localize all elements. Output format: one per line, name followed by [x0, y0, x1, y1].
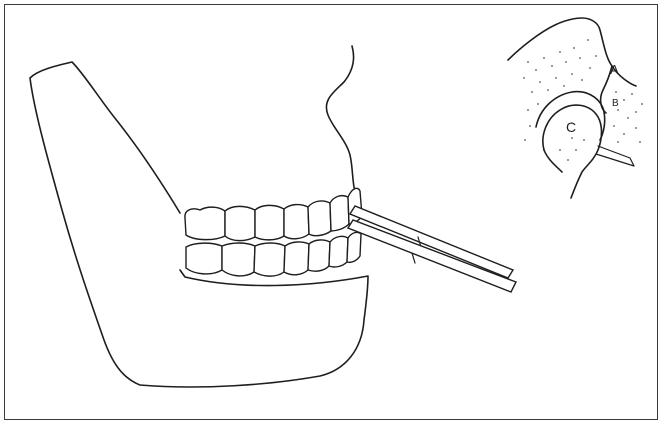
bone-stipple — [523, 39, 643, 161]
occlusal-strip-upper — [350, 206, 513, 278]
joint-inset: A B C — [508, 18, 643, 198]
upper-facial-profile — [326, 46, 355, 192]
neck-outline — [544, 150, 562, 172]
label-a: A — [610, 62, 619, 77]
label-b: B — [612, 98, 619, 109]
label-c: C — [566, 119, 576, 135]
joint-strip — [596, 146, 634, 166]
upper-teeth-row — [185, 188, 362, 240]
occlusal-strip-lower — [348, 220, 516, 292]
